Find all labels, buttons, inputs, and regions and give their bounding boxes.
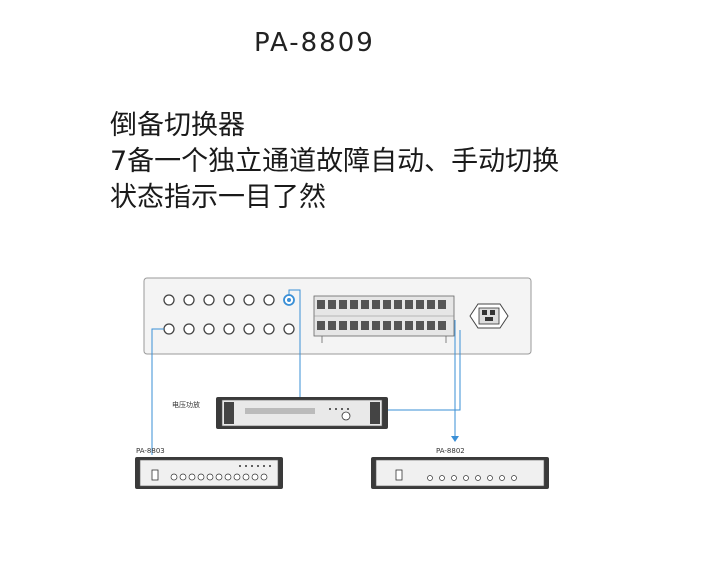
feature-line-3: 状态指示一目了然 <box>110 182 326 213</box>
arrow-down-icon <box>451 436 459 442</box>
amplifier-label: 电压功放 <box>172 400 200 409</box>
amplifier-device: 电压功放 <box>172 397 388 429</box>
input-connectors-row-top <box>163 294 295 306</box>
switcher-back-panel <box>143 277 532 355</box>
right-device: PA-8802 <box>371 447 549 489</box>
terminal-block <box>313 295 455 343</box>
feature-line-1: 倒备切换器 <box>110 110 245 141</box>
power-inlet-icon <box>469 303 509 329</box>
input-connectors-row-bottom <box>163 323 295 335</box>
left-device-label: PA-8803 <box>136 447 165 455</box>
left-device: PA-8803 <box>135 447 283 489</box>
feature-description: 倒备切换器 7备一个独立通道故障自动、手动切换 状态指示一目了然 <box>110 108 559 216</box>
right-device-label: PA-8802 <box>436 447 465 455</box>
feature-line-2: 7备一个独立通道故障自动、手动切换 <box>110 146 560 177</box>
model-title: PA-8809 <box>254 28 375 58</box>
